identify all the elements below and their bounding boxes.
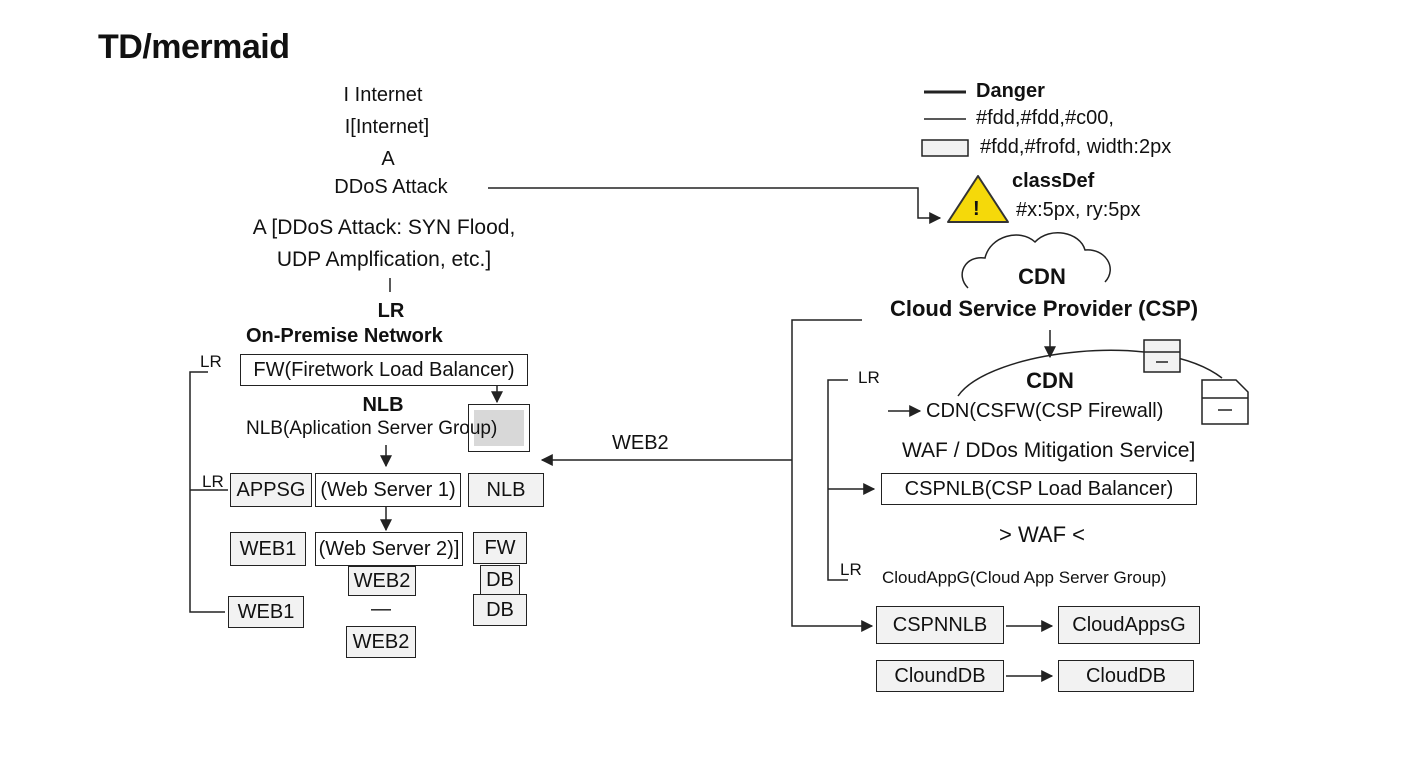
lr-heading: LR [377,300,405,322]
db-node-a[interactable]: DB [480,565,520,595]
clouddb-node[interactable]: CloudDB [1058,660,1194,692]
cspnnlb-node[interactable]: CSPNNLB [876,606,1004,644]
a-label: A [381,148,395,170]
cdn-arc [957,349,1223,397]
clounddb-node[interactable]: CloundDB [876,660,1004,692]
ddos-detail-2: UDP Amplfication, etc.] [276,248,492,271]
waf-label: > WAF < [999,522,1085,547]
warning-icon [947,175,1009,223]
legend-fill-1: #fdd,#fdd,#c00, [976,107,1114,129]
nlb-node[interactable]: NLB [468,473,544,507]
document-icon-1 [1143,339,1181,373]
legend-fill-2: #fdd,#frofd, width:2px [980,136,1172,158]
legend-danger: Danger [976,80,1045,102]
legend-radius: #x:5px, ry:5px [1016,199,1141,221]
web2-node-b[interactable]: WEB2 [346,626,416,658]
legend-rect [921,139,969,157]
waf-service-label: WAF / DDos Mitigation Service] [902,439,1196,462]
page-title: TD/mermaid [98,28,290,66]
web2-node-a[interactable]: WEB2 [348,566,416,596]
cloud-app-group-label: CloudAppG(Cloud App Server Group) [882,568,1167,587]
lr-label-1: LR [200,352,222,371]
right-lr-label-2: LR [840,560,862,579]
nlb-description: NLB(Aplication Server Group) [246,418,498,439]
legend-classdef: classDef [1012,170,1095,192]
cloudappsg-node[interactable]: CloudAppsG [1058,606,1200,644]
group-box-inner [474,410,524,446]
right-lr-label-1: LR [858,368,880,387]
ddos-label: DDoS Attack [334,176,448,198]
document-icon-2 [1201,379,1249,425]
cdn-firewall-label: CDN(CSFW(CSP Firewall) [926,400,1164,422]
internet-node-label: I[Internet] [344,116,430,138]
web-server-2-node[interactable]: (Web Server 2)] [315,532,463,566]
fw-node[interactable]: FW(Firetwork Load Balancer) [240,354,528,386]
cdn-cloud-shape [961,232,1111,289]
web1-node-b[interactable]: WEB1 [228,596,304,628]
cdn-label-2: CDN [1026,368,1074,393]
lr-label-2: LR [202,472,224,491]
fw-small-node[interactable]: FW [473,532,527,564]
svg-text:!: ! [973,198,980,220]
ddos-to-warning-line [488,187,942,224]
internet-label: I Internet [343,84,423,106]
ddos-detail-1: A [DDoS Attack: SYN Flood, [252,216,516,239]
web2-arrow-label: WEB2 [612,432,669,454]
nlb-heading: NLB [362,394,404,416]
right-bracket-line [791,319,874,632]
cdn-cloud-label: CDN [1018,264,1066,289]
web-server-1-node[interactable]: (Web Server 1) [315,473,461,507]
db-node-b[interactable]: DB [473,594,527,626]
left-bracket-line [189,371,225,613]
dash-label: — [371,598,391,620]
csp-heading: Cloud Service Provider (CSP) [889,296,1199,321]
appsg-node[interactable]: APPSG [230,473,312,507]
web1-node-a[interactable]: WEB1 [230,532,306,566]
inner-right-bracket [827,379,848,581]
csp-nlb-node[interactable]: CSPNLB(CSP Load Balancer) [881,473,1197,505]
on-premise-heading: On-Premise Network [246,325,443,347]
